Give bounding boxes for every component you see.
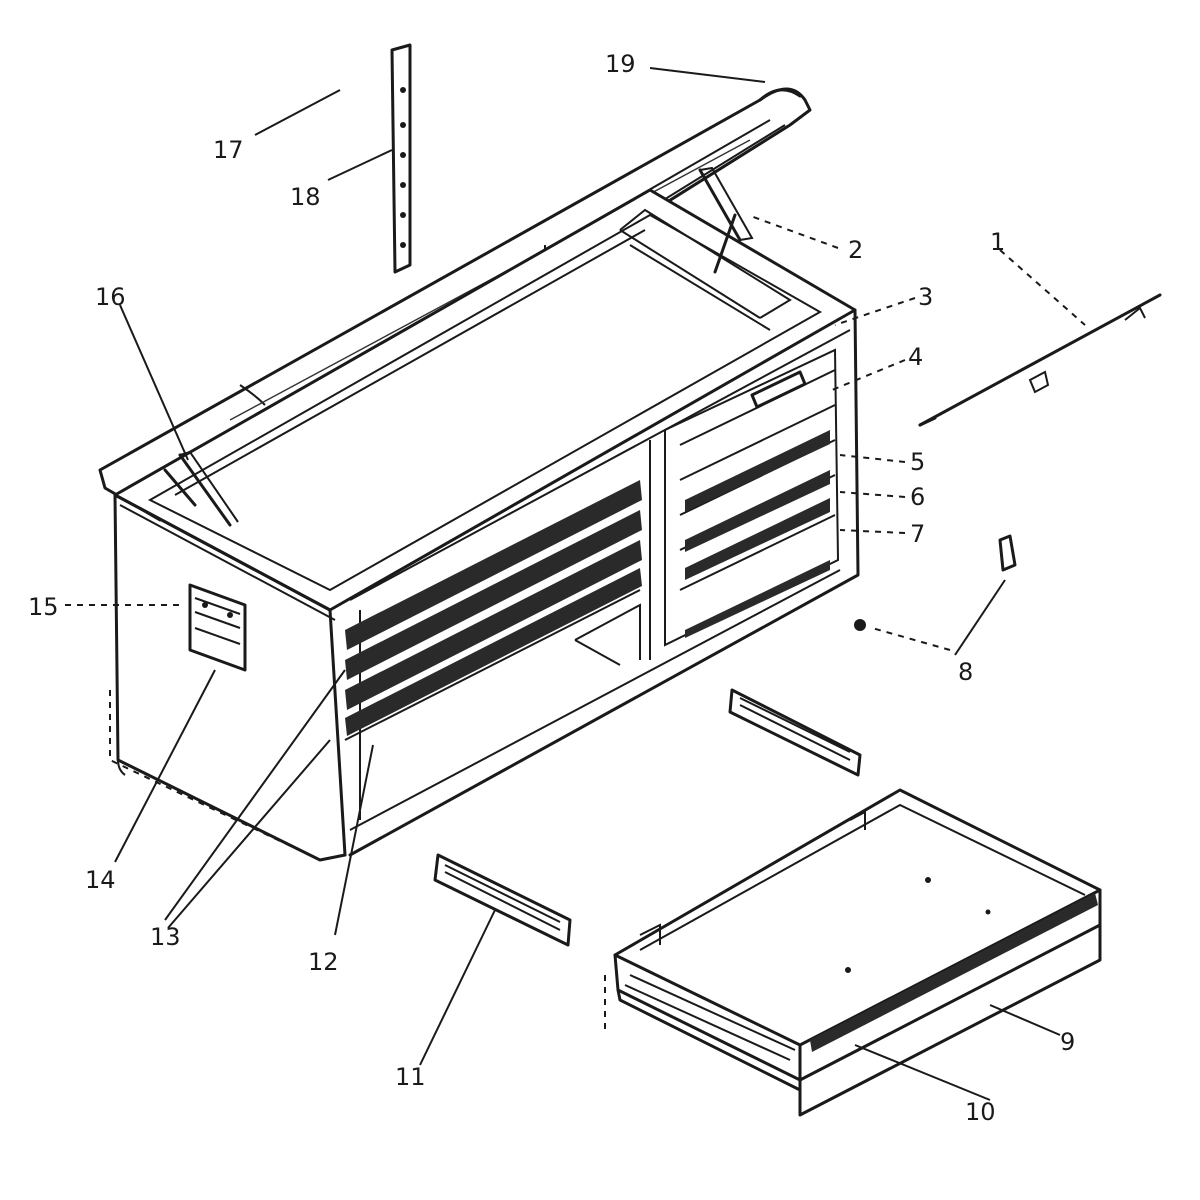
callout-3: 3 xyxy=(918,283,933,311)
callout-17: 17 xyxy=(213,136,244,164)
callout-5: 5 xyxy=(910,448,925,476)
drawer-slide-lower xyxy=(433,853,572,947)
callout-13: 13 xyxy=(150,923,181,951)
callout-6: 6 xyxy=(910,483,925,511)
callout-11: 11 xyxy=(395,1063,426,1091)
key-and-washer xyxy=(854,534,1017,631)
callout-1: 1 xyxy=(990,228,1005,256)
callout-14: 14 xyxy=(85,866,116,894)
callout-4: 4 xyxy=(908,343,923,371)
callout-19: 19 xyxy=(605,50,636,78)
callout-2: 2 xyxy=(848,236,863,264)
piano-hinge xyxy=(390,43,412,274)
callout-18: 18 xyxy=(290,183,321,211)
callout-15: 15 xyxy=(28,593,59,621)
side-handle xyxy=(188,583,247,672)
right-drawer-stack xyxy=(679,369,836,638)
callout-8: 8 xyxy=(958,658,973,686)
leader-lines xyxy=(65,67,1086,1101)
drawer-slide-upper xyxy=(728,688,862,777)
callout-16: 16 xyxy=(95,283,126,311)
chest-body xyxy=(113,166,860,862)
callout-12: 12 xyxy=(308,948,339,976)
callout-9: 9 xyxy=(1060,1028,1075,1056)
callout-10: 10 xyxy=(965,1098,996,1126)
callout-labels: 19 17 18 16 2 3 4 5 6 7 8 15 14 13 12 11… xyxy=(28,50,1075,1126)
left-drawer-bank xyxy=(344,480,642,741)
drawer xyxy=(613,788,1102,1117)
lock-rod xyxy=(918,293,1162,427)
callout-7: 7 xyxy=(910,520,925,548)
